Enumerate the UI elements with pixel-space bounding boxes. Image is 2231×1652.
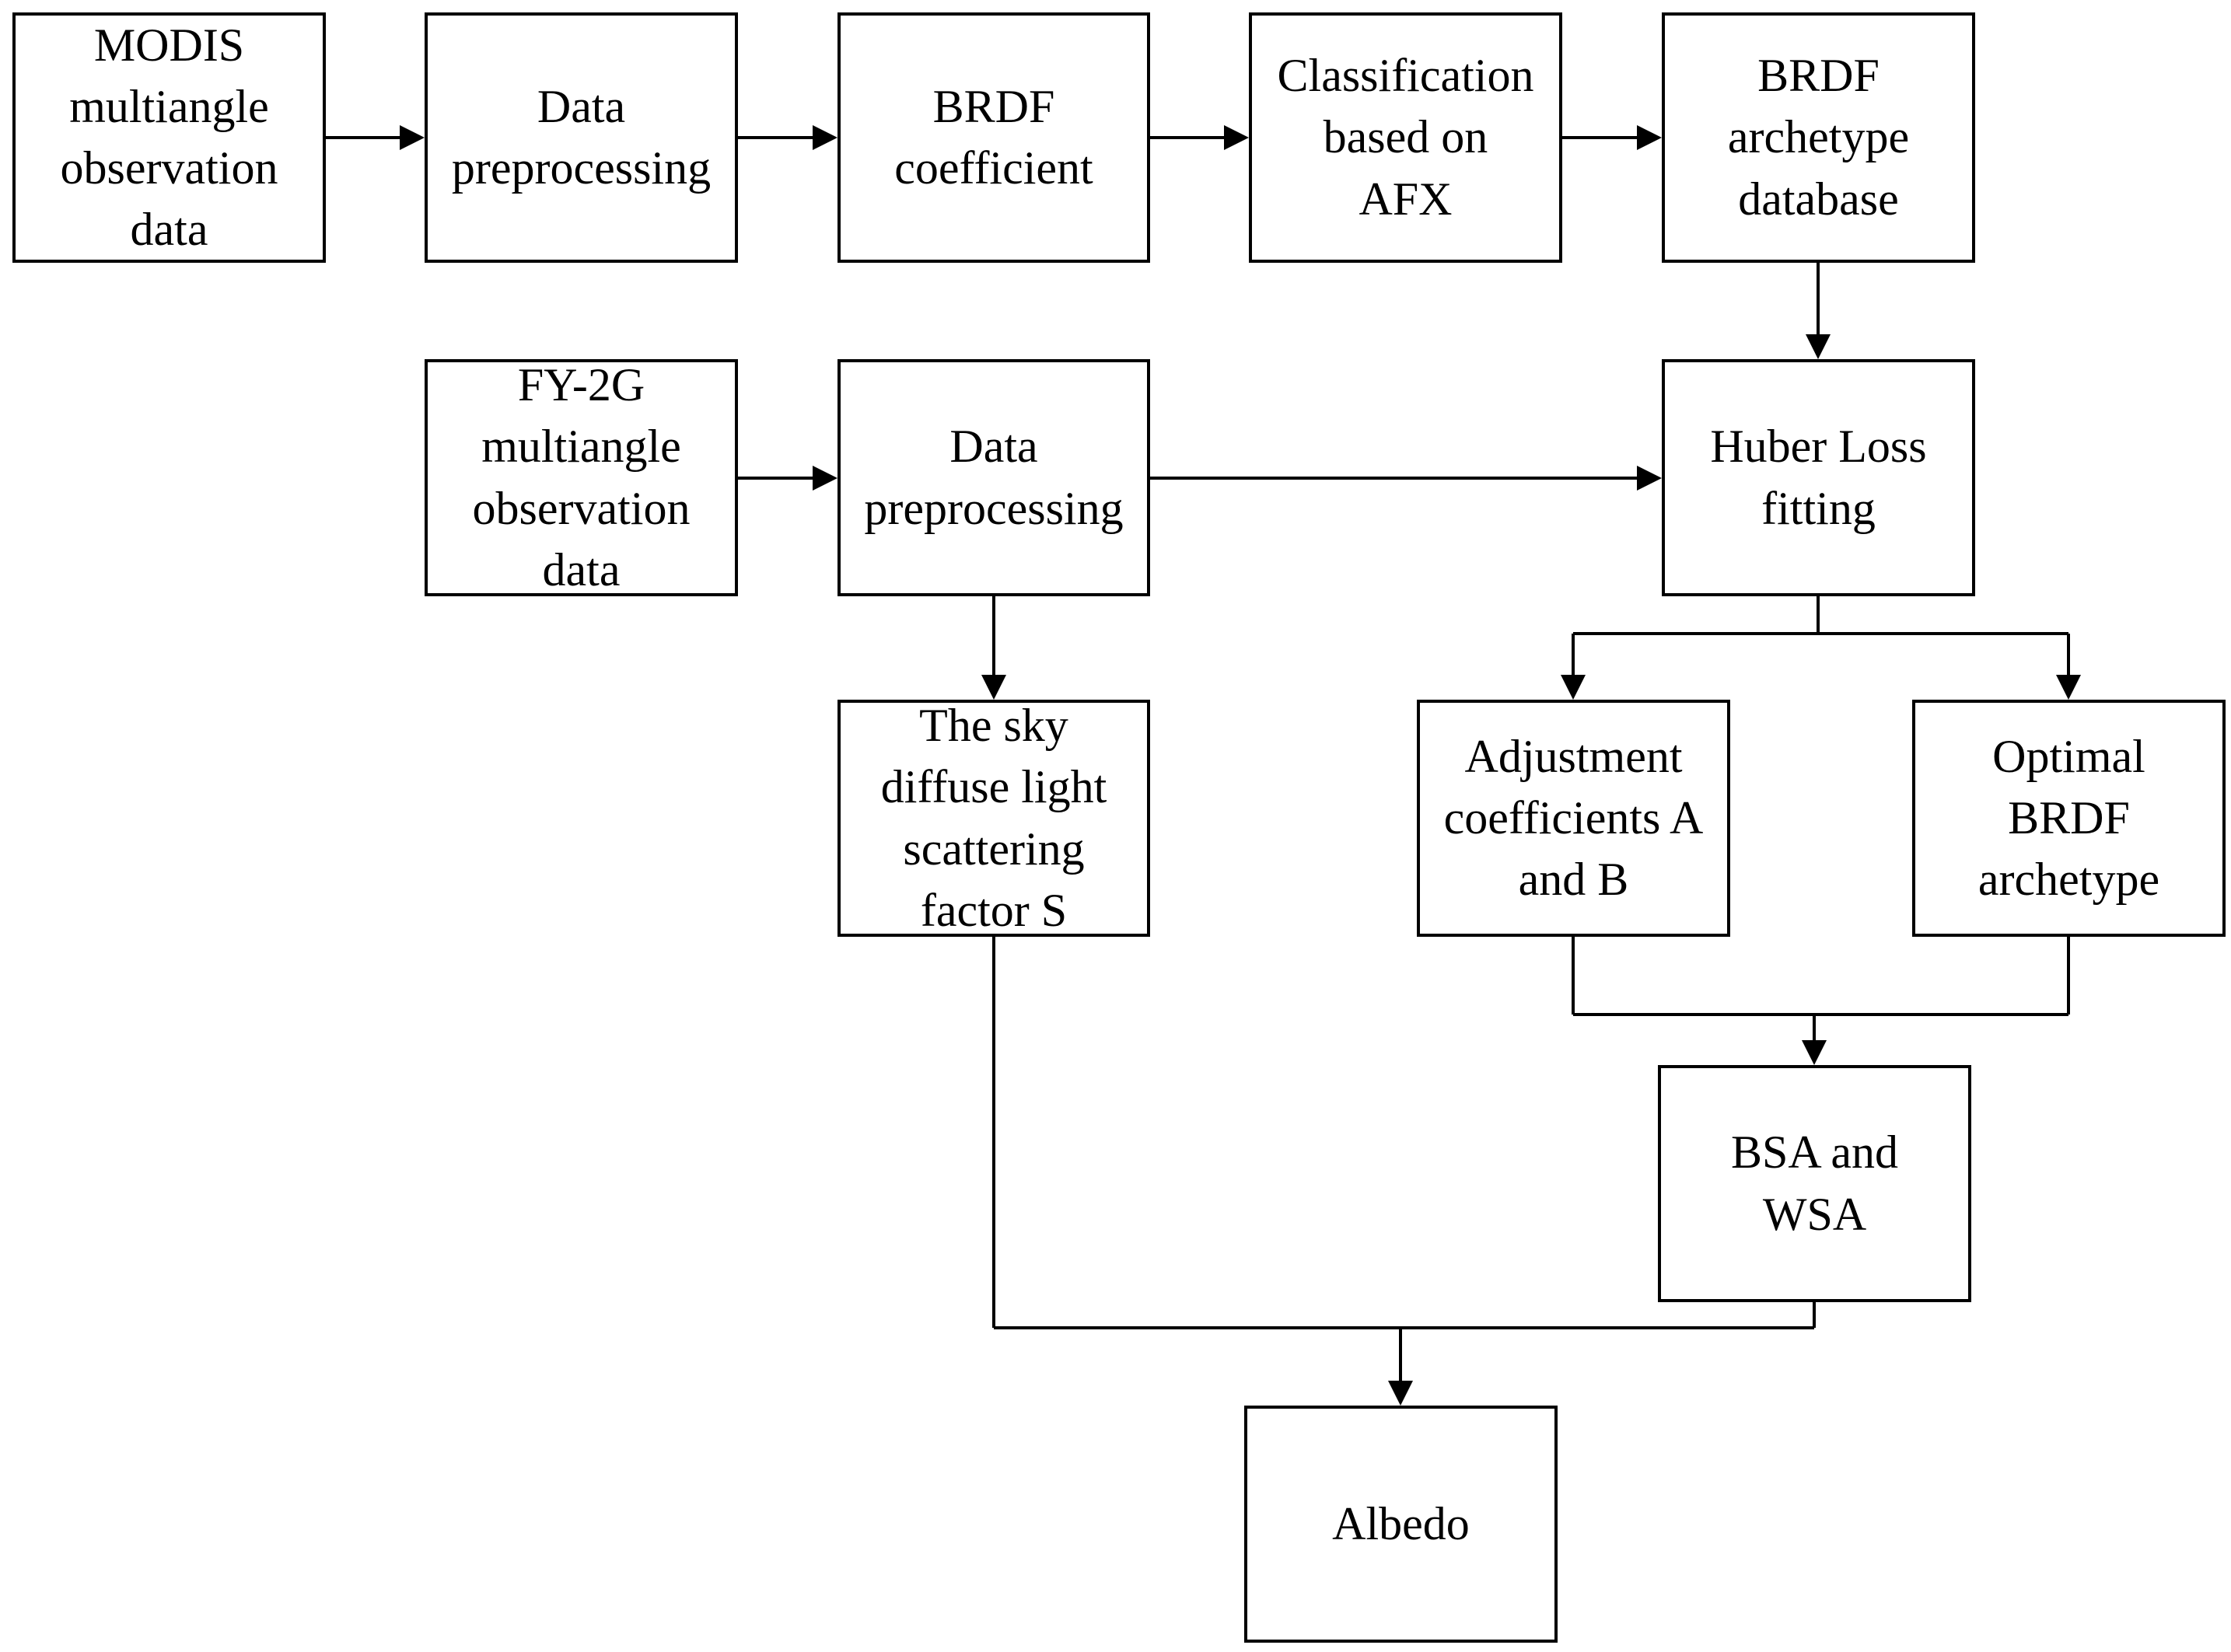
arrowhead	[1224, 125, 1249, 150]
node-label: MODIS multiangle observation data	[60, 19, 278, 256]
arrowhead	[1637, 125, 1662, 150]
arrowhead	[400, 125, 425, 150]
node-label: Adjustment coefficients A and B	[1443, 730, 1704, 906]
node-classification-afx: Classification based on AFX	[1249, 12, 1562, 263]
node-fy2g-observation-data: FY-2G multiangle observation data	[425, 359, 738, 596]
node-label: Data preprocessing	[451, 80, 712, 194]
node-bsa-wsa: BSA and WSA	[1658, 1065, 1971, 1302]
node-label: Huber Loss fitting	[1710, 421, 1927, 534]
node-label: Optimal BRDF archetype	[1977, 730, 2160, 906]
node-modis-observation-data: MODIS multiangle observation data	[12, 12, 326, 263]
node-label: The sky diffuse light scattering factor …	[880, 700, 1107, 936]
node-label: Albedo	[1332, 1497, 1470, 1549]
node-label: Data preprocessing	[864, 421, 1124, 534]
arrowhead	[1561, 675, 1586, 700]
node-albedo: Albedo	[1244, 1406, 1558, 1643]
node-adjustment-coefficients: Adjustment coefficients A and B	[1417, 700, 1730, 937]
arrowhead	[813, 125, 837, 150]
node-data-preprocessing-2: Data preprocessing	[837, 359, 1150, 596]
node-data-preprocessing-1: Data preprocessing	[425, 12, 738, 263]
node-label: Classification based on AFX	[1277, 50, 1534, 225]
node-label: FY-2G multiangle observation data	[472, 359, 691, 595]
node-sky-diffuse-scattering-factor: The sky diffuse light scattering factor …	[837, 700, 1150, 937]
arrowhead	[1802, 1040, 1827, 1065]
arrowhead	[1637, 466, 1662, 491]
node-brdf-coefficient: BRDF coefficient	[837, 12, 1150, 263]
arrowhead	[2056, 675, 2081, 700]
arrowhead	[981, 675, 1006, 700]
node-label: BSA and WSA	[1730, 1126, 1899, 1240]
arrowhead	[813, 466, 837, 491]
arrowhead	[1806, 334, 1831, 359]
node-optimal-brdf-archetype: Optimal BRDF archetype	[1912, 700, 2226, 937]
node-label: BRDF archetype database	[1727, 50, 1910, 225]
arrowhead	[1388, 1381, 1413, 1406]
node-brdf-archetype-database: BRDF archetype database	[1662, 12, 1975, 263]
node-label: BRDF coefficient	[894, 80, 1093, 194]
node-huber-loss-fitting: Huber Loss fitting	[1662, 359, 1975, 596]
